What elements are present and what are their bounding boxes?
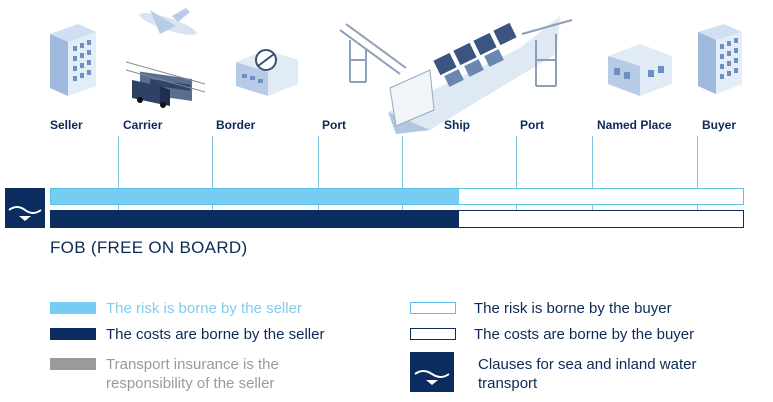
cost-transfer-bar	[50, 210, 744, 228]
legend-cost-buyer: The costs are borne by the buyer	[474, 326, 695, 343]
legend-swatch-risk-buyer	[410, 302, 456, 314]
stage-label-port: Port	[322, 118, 346, 132]
border-customs-icon	[236, 49, 298, 96]
buyer-building-icon	[698, 24, 742, 94]
legend-risk-buyer: The risk is borne by the buyer	[474, 300, 672, 317]
illustration-strip	[50, 8, 742, 134]
legend-swatch-cost-buyer	[410, 328, 456, 340]
stage-divider	[318, 136, 319, 210]
legend-sea-clause: Clauses for sea and inland water transpo…	[478, 356, 697, 392]
seller-building-icon	[50, 24, 96, 96]
legend-swatch-insurance	[50, 358, 96, 370]
stage-divider	[697, 136, 698, 210]
incoterm-title: FOB (FREE ON BOARD)	[50, 238, 248, 257]
stage-label-buyer: Buyer	[702, 118, 737, 132]
stage-label-seller: Seller	[50, 118, 83, 132]
stage-label-ship: Ship	[444, 118, 470, 132]
stage-divider	[212, 136, 213, 210]
ship-icon	[388, 16, 560, 134]
stage-divider	[516, 136, 517, 210]
warehouse-icon	[608, 44, 672, 96]
stage-label-named-place: Named Place	[597, 118, 672, 132]
port-crane-right-icon	[521, 19, 573, 87]
stage-label-carrier: Carrier	[123, 118, 163, 132]
stage-divider	[592, 136, 593, 210]
risk-seller-fill	[51, 189, 459, 204]
stage-label-port-dest: Port	[520, 118, 544, 132]
cost-seller-fill	[51, 211, 459, 227]
carrier-transport-icon	[125, 8, 206, 108]
stage-divider	[118, 136, 119, 210]
sea-clause-icon	[5, 188, 45, 228]
legend-sea-clause-icon	[410, 352, 454, 392]
stage-label-border: Border	[216, 118, 256, 132]
legend-swatch-cost-seller	[50, 328, 96, 340]
legend-risk-seller: The risk is borne by the seller	[106, 300, 302, 317]
port-crane-icon	[339, 23, 407, 83]
legend-insurance-seller: Transport insurance is the responsibilit…	[106, 356, 279, 392]
legend-swatch-risk-seller	[50, 302, 96, 314]
risk-transfer-bar	[50, 188, 744, 205]
legend-cost-seller: The costs are borne by the seller	[106, 326, 325, 343]
stage-divider	[402, 136, 403, 210]
